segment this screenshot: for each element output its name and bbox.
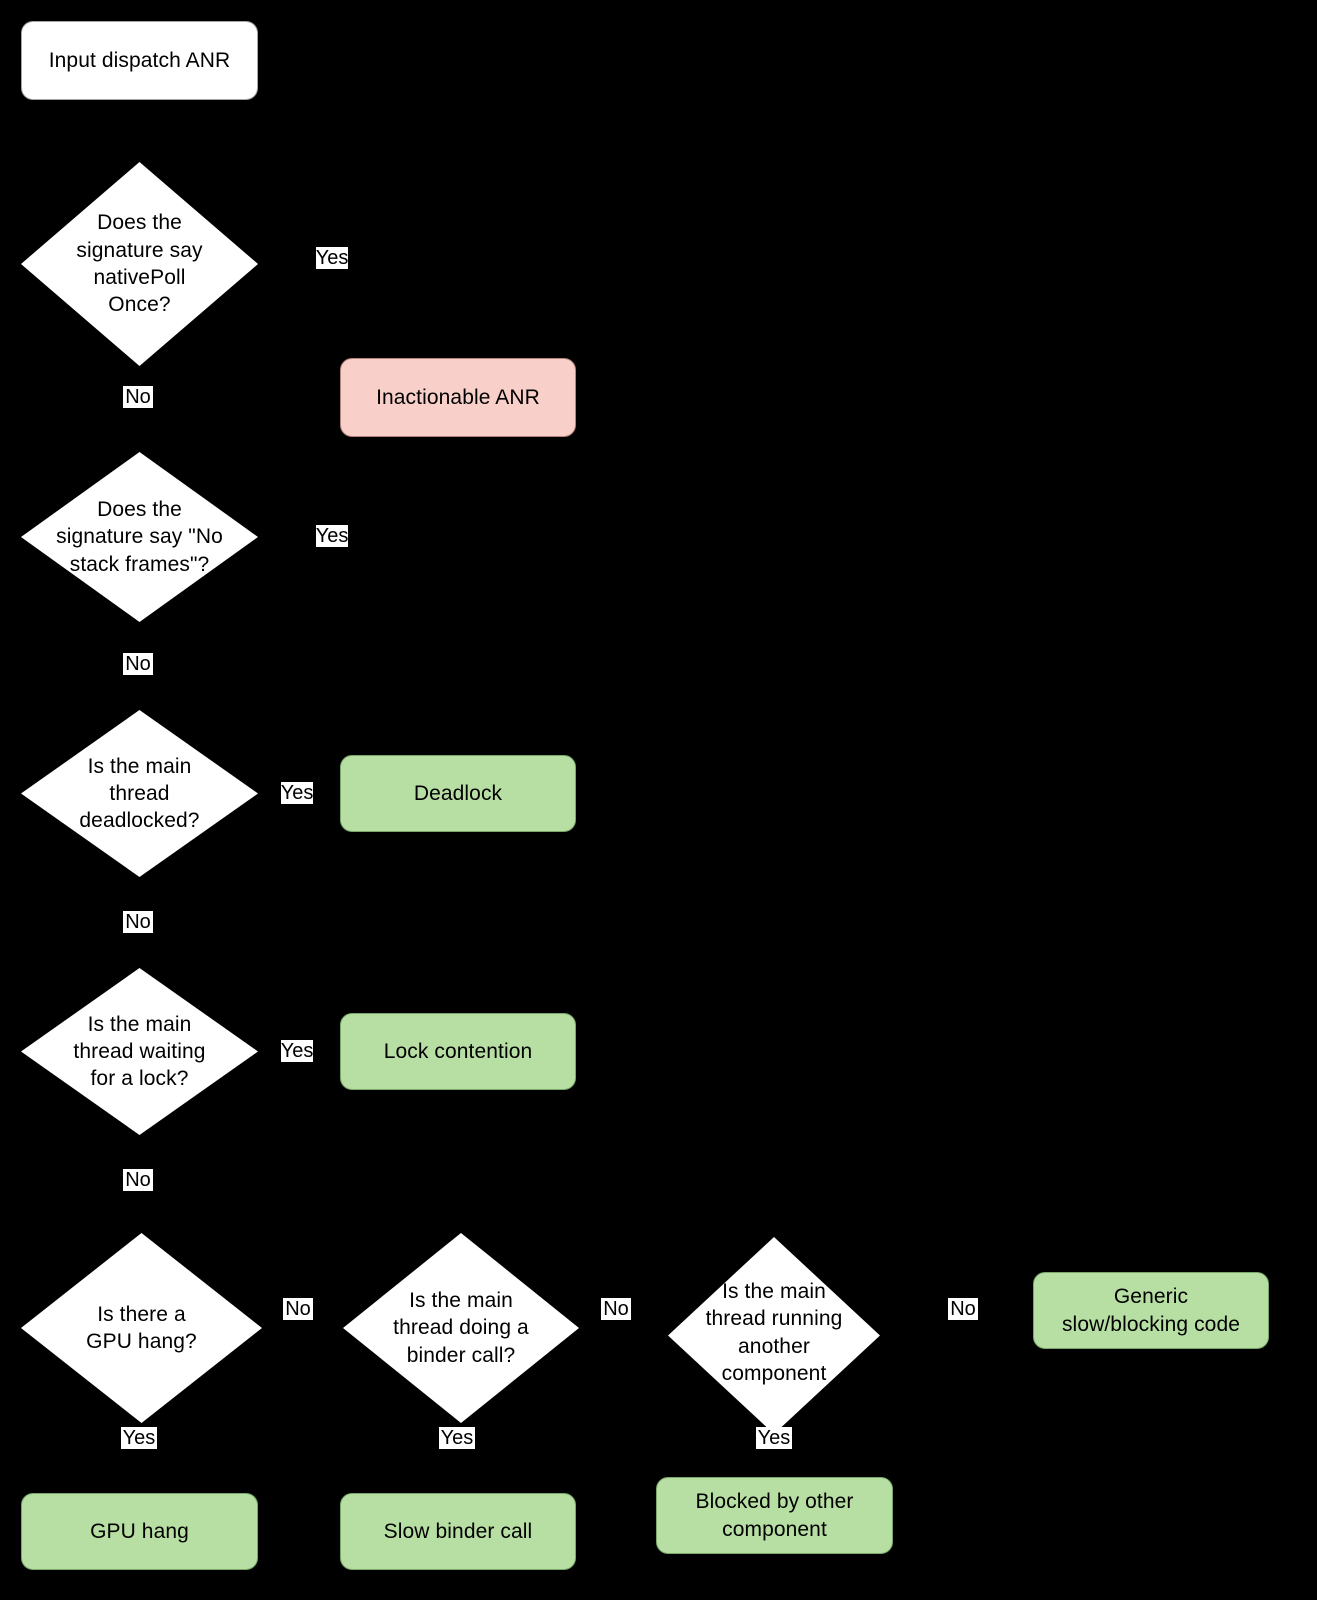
edge-label-component-yes: Yes xyxy=(756,1427,792,1449)
node-label: Deadlock xyxy=(413,781,503,805)
node-generic-slow-blocking-code[interactable]: Generic slow/blocking code xyxy=(1033,1272,1269,1349)
node-blocked-by-other-component[interactable]: Blocked by other component xyxy=(656,1477,893,1554)
node-question-gpu-hang[interactable]: Is there a GPU hang? xyxy=(21,1233,262,1423)
node-label: Is the main thread running another compo… xyxy=(705,1279,843,1385)
node-input-dispatch-anr[interactable]: Input dispatch ANR xyxy=(21,21,258,100)
edge-label-text: No xyxy=(285,1298,311,1320)
node-label: GPU hang xyxy=(90,1519,189,1543)
edge-label-nostack-no: No xyxy=(123,653,153,675)
edge-label-text: No xyxy=(950,1298,976,1320)
edge-label-text: Yes xyxy=(315,247,349,269)
node-gpu-hang[interactable]: GPU hang xyxy=(21,1493,258,1570)
edge-label-deadlock-no: No xyxy=(123,911,153,933)
node-label: Does the signature say "No stack frames"… xyxy=(56,498,223,576)
node-label: Input dispatch ANR xyxy=(48,48,231,72)
node-label: Does the signature say nativePoll Once? xyxy=(76,211,203,317)
node-question-waiting-lock[interactable]: Is the main thread waiting for a lock? xyxy=(21,968,258,1135)
edge-label-binder-yes: Yes xyxy=(439,1427,475,1449)
edge-label-text: No xyxy=(125,1169,151,1191)
edge-label-text: Yes xyxy=(280,1040,314,1062)
node-label: Is the main thread doing a binder call? xyxy=(393,1289,529,1367)
node-label: Generic slow/blocking code xyxy=(1061,1285,1241,1336)
node-slow-binder-call[interactable]: Slow binder call xyxy=(340,1493,576,1570)
edge-label-text: Yes xyxy=(440,1427,474,1449)
edge-label-text: No xyxy=(603,1298,629,1320)
node-inactionable-anr[interactable]: Inactionable ANR xyxy=(340,358,576,437)
edge-label-gpu-yes: Yes xyxy=(121,1427,157,1449)
edge-label-nostack-yes: Yes xyxy=(316,525,348,547)
node-label: Is the main thread deadlocked? xyxy=(79,754,200,833)
edge-label-text: No xyxy=(125,386,151,408)
node-deadlock[interactable]: Deadlock xyxy=(340,755,576,832)
edge-label-text: Yes xyxy=(280,782,314,804)
node-question-no-stack-frames[interactable]: Does the signature say "No stack frames"… xyxy=(21,452,258,622)
node-label: Is there a GPU hang? xyxy=(86,1302,197,1353)
node-label: Blocked by other component xyxy=(695,1490,854,1541)
node-lock-contention[interactable]: Lock contention xyxy=(340,1013,576,1090)
edge-label-nativepoll-no: No xyxy=(123,386,153,408)
edge-label-deadlock-yes: Yes xyxy=(281,782,313,804)
edge-label-component-no: No xyxy=(948,1298,978,1320)
edge-label-text: Yes xyxy=(757,1427,791,1449)
edge-label-lock-yes: Yes xyxy=(281,1040,313,1062)
node-label: Slow binder call xyxy=(383,1519,533,1543)
node-question-binder-call[interactable]: Is the main thread doing a binder call? xyxy=(343,1233,579,1423)
edge-label-text: Yes xyxy=(122,1427,156,1449)
edge-label-nativepoll-yes: Yes xyxy=(316,247,348,269)
node-question-deadlocked[interactable]: Is the main thread deadlocked? xyxy=(21,710,258,877)
edge-label-text: No xyxy=(125,653,151,675)
edge-label-gpu-no: No xyxy=(283,1298,313,1320)
edge-label-text: No xyxy=(125,911,151,933)
edge-label-text: Yes xyxy=(315,525,349,547)
node-label: Is the main thread waiting for a lock? xyxy=(73,1012,206,1091)
node-label: Lock contention xyxy=(383,1039,533,1063)
node-question-nativepollonce[interactable]: Does the signature say nativePoll Once? xyxy=(21,162,258,366)
node-question-other-component[interactable]: Is the main thread running another compo… xyxy=(668,1237,880,1434)
node-label: Inactionable ANR xyxy=(376,385,540,409)
edge-label-lock-no: No xyxy=(123,1169,153,1191)
edge-label-binder-no: No xyxy=(601,1298,631,1320)
